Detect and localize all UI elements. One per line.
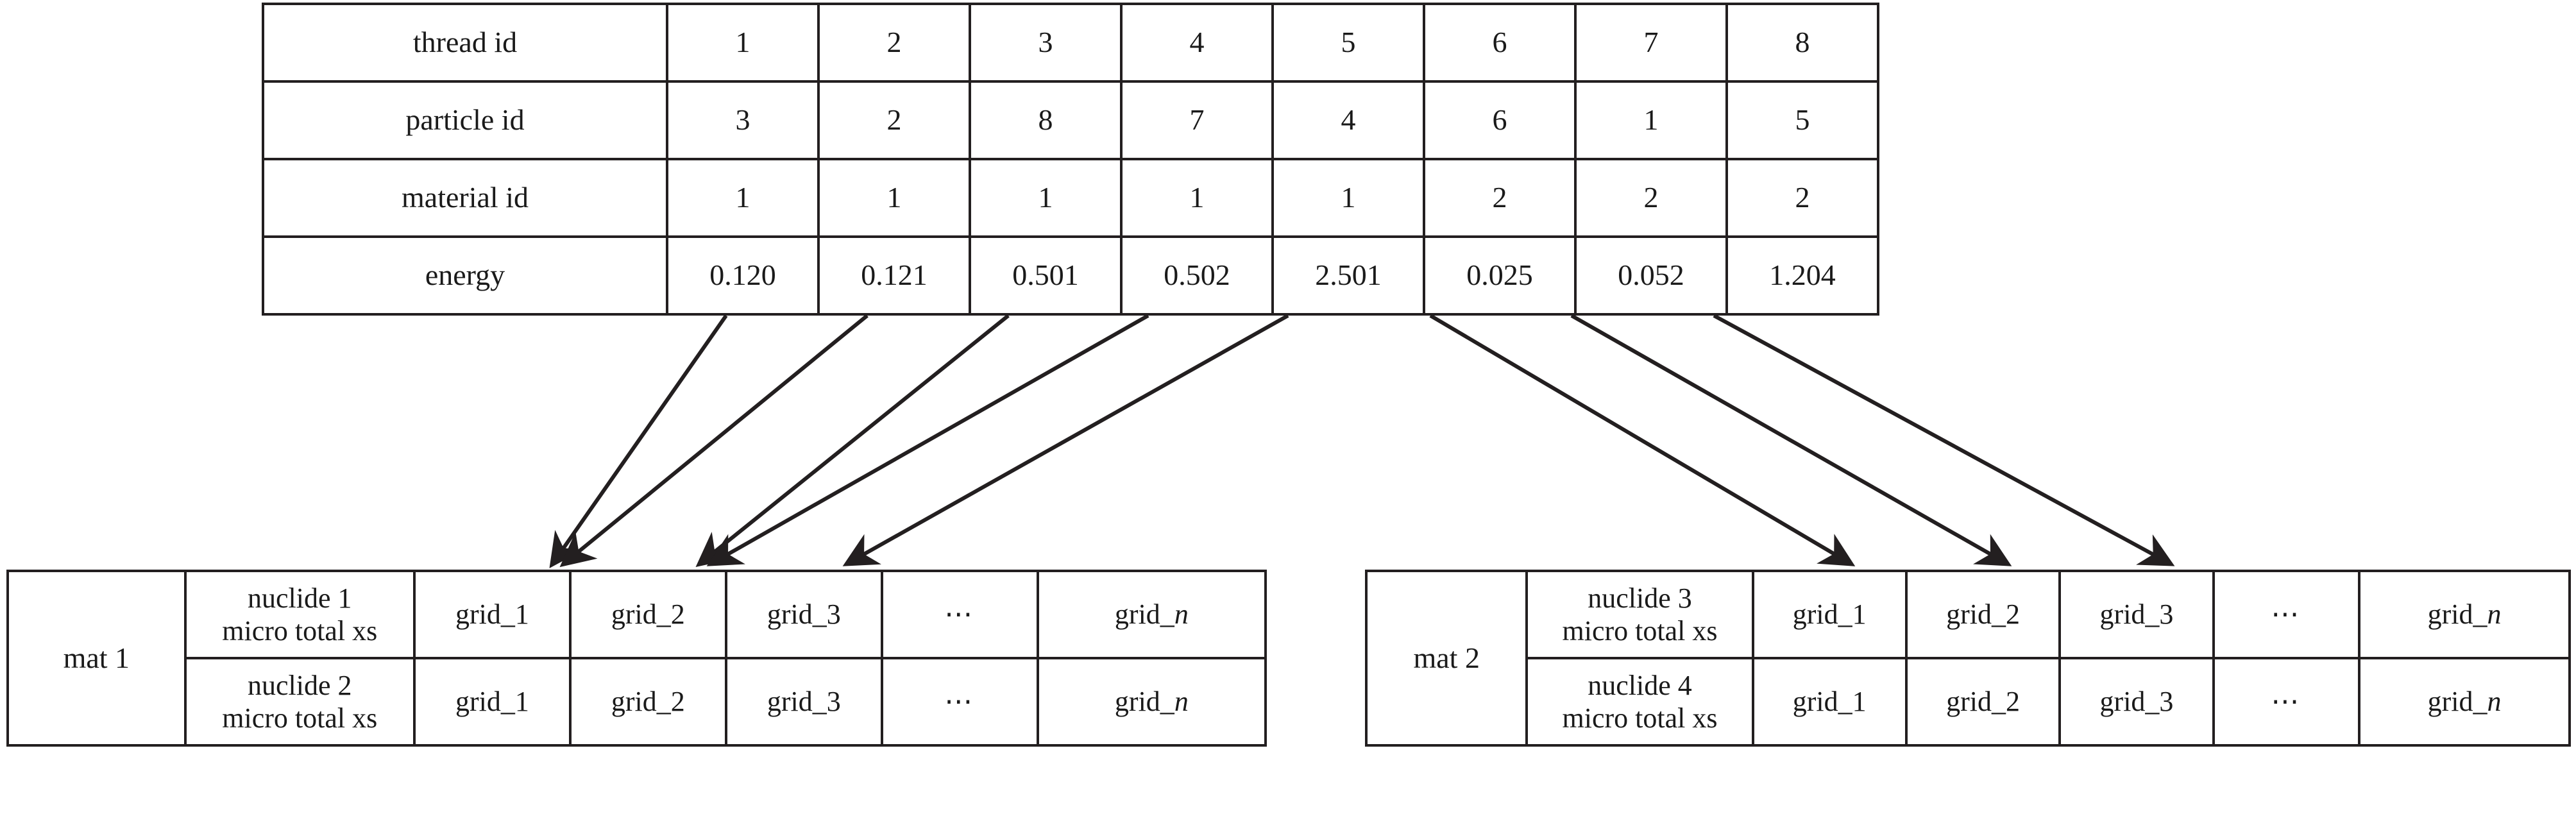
table-row-particle-id: particle id 3 2 8 7 4 6 1 5 bbox=[262, 80, 1879, 160]
mat1-nuclide2-ellipsis: ⋯ bbox=[880, 657, 1039, 747]
particle-id-cell-7: 1 bbox=[1574, 80, 1728, 160]
lookup-arrow-3 bbox=[695, 314, 1010, 568]
table-row-nuclide-1: mat 1 nuclide 1 micro total xs grid_1 gr… bbox=[6, 570, 1267, 747]
mat2-nuclide4-ellipsis: ⋯ bbox=[2212, 657, 2361, 747]
mat2-nuclide3-grid-n: grid_n bbox=[2358, 570, 2571, 659]
mat2-nuclide3-grid-n-prefix: grid_ bbox=[2427, 598, 2487, 631]
material-id-cell-3: 1 bbox=[969, 158, 1123, 238]
lookup-arrow-6 bbox=[1429, 314, 1856, 566]
mat1-nuclide1-grid-n-prefix: grid_ bbox=[1114, 598, 1174, 631]
table-row-nuclide-4: nuclide 4 micro total xs grid_1 grid_2 g… bbox=[1366, 657, 2571, 747]
thread-id-cell-4: 4 bbox=[1120, 3, 1274, 83]
thread-id-cell-1: 1 bbox=[666, 3, 820, 83]
row-label-particle-id: particle id bbox=[262, 80, 668, 160]
particle-id-cell-4: 7 bbox=[1120, 80, 1274, 160]
energy-cell-5: 2.501 bbox=[1271, 235, 1425, 316]
mat2-nuclide4-grid-2: grid_2 bbox=[1904, 657, 2062, 747]
energy-cell-7: 0.052 bbox=[1574, 235, 1728, 316]
lookup-arrow-5 bbox=[842, 314, 1289, 566]
material-id-cell-1: 1 bbox=[666, 158, 820, 238]
thread-id-cell-2: 2 bbox=[817, 3, 971, 83]
nuclide-4-label: nuclide 4 micro total xs bbox=[1525, 657, 1754, 747]
nuclide-3-label-line1: nuclide 3 bbox=[1588, 582, 1692, 614]
nuclide-3-label: nuclide 3 micro total xs bbox=[1525, 570, 1754, 659]
table-row-material-id: material id 1 1 1 1 1 2 2 2 bbox=[262, 158, 1879, 238]
material-1-xs-table: mat 1 nuclide 1 micro total xs grid_1 gr… bbox=[6, 570, 1267, 747]
lookup-arrows bbox=[549, 314, 2175, 568]
thread-id-cell-7: 7 bbox=[1574, 3, 1728, 83]
nuclide-1-label-line1: nuclide 1 bbox=[248, 582, 352, 614]
row-label-material-id: material id bbox=[262, 158, 668, 238]
particle-id-cell-5: 4 bbox=[1271, 80, 1425, 160]
mat1-nuclide2-grid-3: grid_3 bbox=[724, 657, 883, 747]
thread-id-cell-3: 3 bbox=[969, 3, 1123, 83]
thread-id-cell-6: 6 bbox=[1423, 3, 1577, 83]
energy-cell-3: 0.501 bbox=[969, 235, 1123, 316]
row-label-thread-id: thread id bbox=[262, 3, 668, 83]
mat1-nuclide2-grid-n: grid_n bbox=[1036, 657, 1267, 747]
nuclide-1-label-line2: micro total xs bbox=[222, 615, 378, 647]
nuclide-4-label-line1: nuclide 4 bbox=[1588, 669, 1692, 701]
nuclide-2-label: nuclide 2 micro total xs bbox=[183, 657, 416, 747]
mat1-nuclide1-grid-3: grid_3 bbox=[724, 570, 883, 659]
material-id-cell-5: 1 bbox=[1271, 158, 1425, 238]
particle-queue-table: thread id 1 2 3 4 5 6 7 8 particle id 3 … bbox=[262, 3, 1879, 316]
mat2-nuclide4-grid-n-index: n bbox=[2487, 686, 2502, 718]
nuclide-3-label-line2: micro total xs bbox=[1562, 615, 1718, 647]
row-label-energy: energy bbox=[262, 235, 668, 316]
material-1-name: mat 1 bbox=[6, 570, 187, 747]
particle-id-cell-1: 3 bbox=[666, 80, 820, 160]
mat1-nuclide2-grid-2: grid_2 bbox=[568, 657, 727, 747]
mat2-nuclide4-grid-n-prefix: grid_ bbox=[2427, 686, 2487, 718]
particle-id-cell-8: 5 bbox=[1725, 80, 1879, 160]
mat2-nuclide3-grid-n-index: n bbox=[2487, 598, 2502, 631]
mat1-nuclide2-grid-1: grid_1 bbox=[412, 657, 572, 747]
nuclide-2-label-line1: nuclide 2 bbox=[248, 669, 352, 701]
energy-cell-1: 0.120 bbox=[666, 235, 820, 316]
mat1-nuclide2-grid-n-prefix: grid_ bbox=[1114, 686, 1174, 718]
mat1-nuclide1-grid-n: grid_n bbox=[1036, 570, 1267, 659]
table-row-thread-id: thread id 1 2 3 4 5 6 7 8 bbox=[262, 3, 1879, 83]
lookup-arrow-1 bbox=[549, 314, 728, 568]
mat1-nuclide1-ellipsis: ⋯ bbox=[880, 570, 1039, 659]
mat2-nuclide3-grid-1: grid_1 bbox=[1751, 570, 1908, 659]
nuclide-2-label-line2: micro total xs bbox=[222, 702, 378, 734]
material-id-cell-7: 2 bbox=[1574, 158, 1728, 238]
material-id-cell-4: 1 bbox=[1120, 158, 1274, 238]
mat1-nuclide1-grid-1: grid_1 bbox=[412, 570, 572, 659]
mat1-nuclide2-grid-n-index: n bbox=[1174, 686, 1189, 718]
mat1-nuclide1-grid-2: grid_2 bbox=[568, 570, 727, 659]
lookup-arrow-8 bbox=[1713, 314, 2175, 566]
table-row-energy: energy 0.120 0.121 0.501 0.502 2.501 0.0… bbox=[262, 235, 1879, 316]
mat2-nuclide3-grid-2: grid_2 bbox=[1904, 570, 2062, 659]
material-id-cell-6: 2 bbox=[1423, 158, 1577, 238]
nuclide-1-label: nuclide 1 micro total xs bbox=[183, 570, 416, 659]
lookup-arrow-7 bbox=[1570, 314, 2012, 566]
mat2-nuclide4-grid-n: grid_n bbox=[2358, 657, 2571, 747]
mat2-nuclide4-grid-3: grid_3 bbox=[2058, 657, 2215, 747]
particle-id-cell-3: 8 bbox=[969, 80, 1123, 160]
energy-cell-8: 1.204 bbox=[1725, 235, 1879, 316]
mat2-nuclide3-ellipsis: ⋯ bbox=[2212, 570, 2361, 659]
energy-cell-6: 0.025 bbox=[1423, 235, 1577, 316]
energy-cell-4: 0.502 bbox=[1120, 235, 1274, 316]
material-2-name: mat 2 bbox=[1364, 570, 1529, 747]
thread-id-cell-5: 5 bbox=[1271, 3, 1425, 83]
mat2-nuclide4-grid-1: grid_1 bbox=[1751, 657, 1908, 747]
nuclide-4-label-line2: micro total xs bbox=[1562, 702, 1718, 734]
table-row-nuclide-2: nuclide 2 micro total xs grid_1 grid_2 g… bbox=[8, 657, 1267, 747]
material-id-cell-8: 2 bbox=[1725, 158, 1879, 238]
mat2-nuclide3-grid-3: grid_3 bbox=[2058, 570, 2215, 659]
lookup-arrow-4 bbox=[706, 314, 1149, 566]
particle-id-cell-6: 6 bbox=[1423, 80, 1577, 160]
energy-cell-2: 0.121 bbox=[817, 235, 971, 316]
table-row-nuclide-3: mat 2 nuclide 3 micro total xs grid_1 gr… bbox=[1364, 570, 2571, 747]
mat1-nuclide1-grid-n-index: n bbox=[1174, 598, 1189, 631]
particle-id-cell-2: 2 bbox=[817, 80, 971, 160]
lookup-arrow-2 bbox=[559, 314, 869, 568]
material-2-xs-table: mat 2 nuclide 3 micro total xs grid_1 gr… bbox=[1364, 570, 2571, 747]
thread-id-cell-8: 8 bbox=[1725, 3, 1879, 83]
material-id-cell-2: 1 bbox=[817, 158, 971, 238]
